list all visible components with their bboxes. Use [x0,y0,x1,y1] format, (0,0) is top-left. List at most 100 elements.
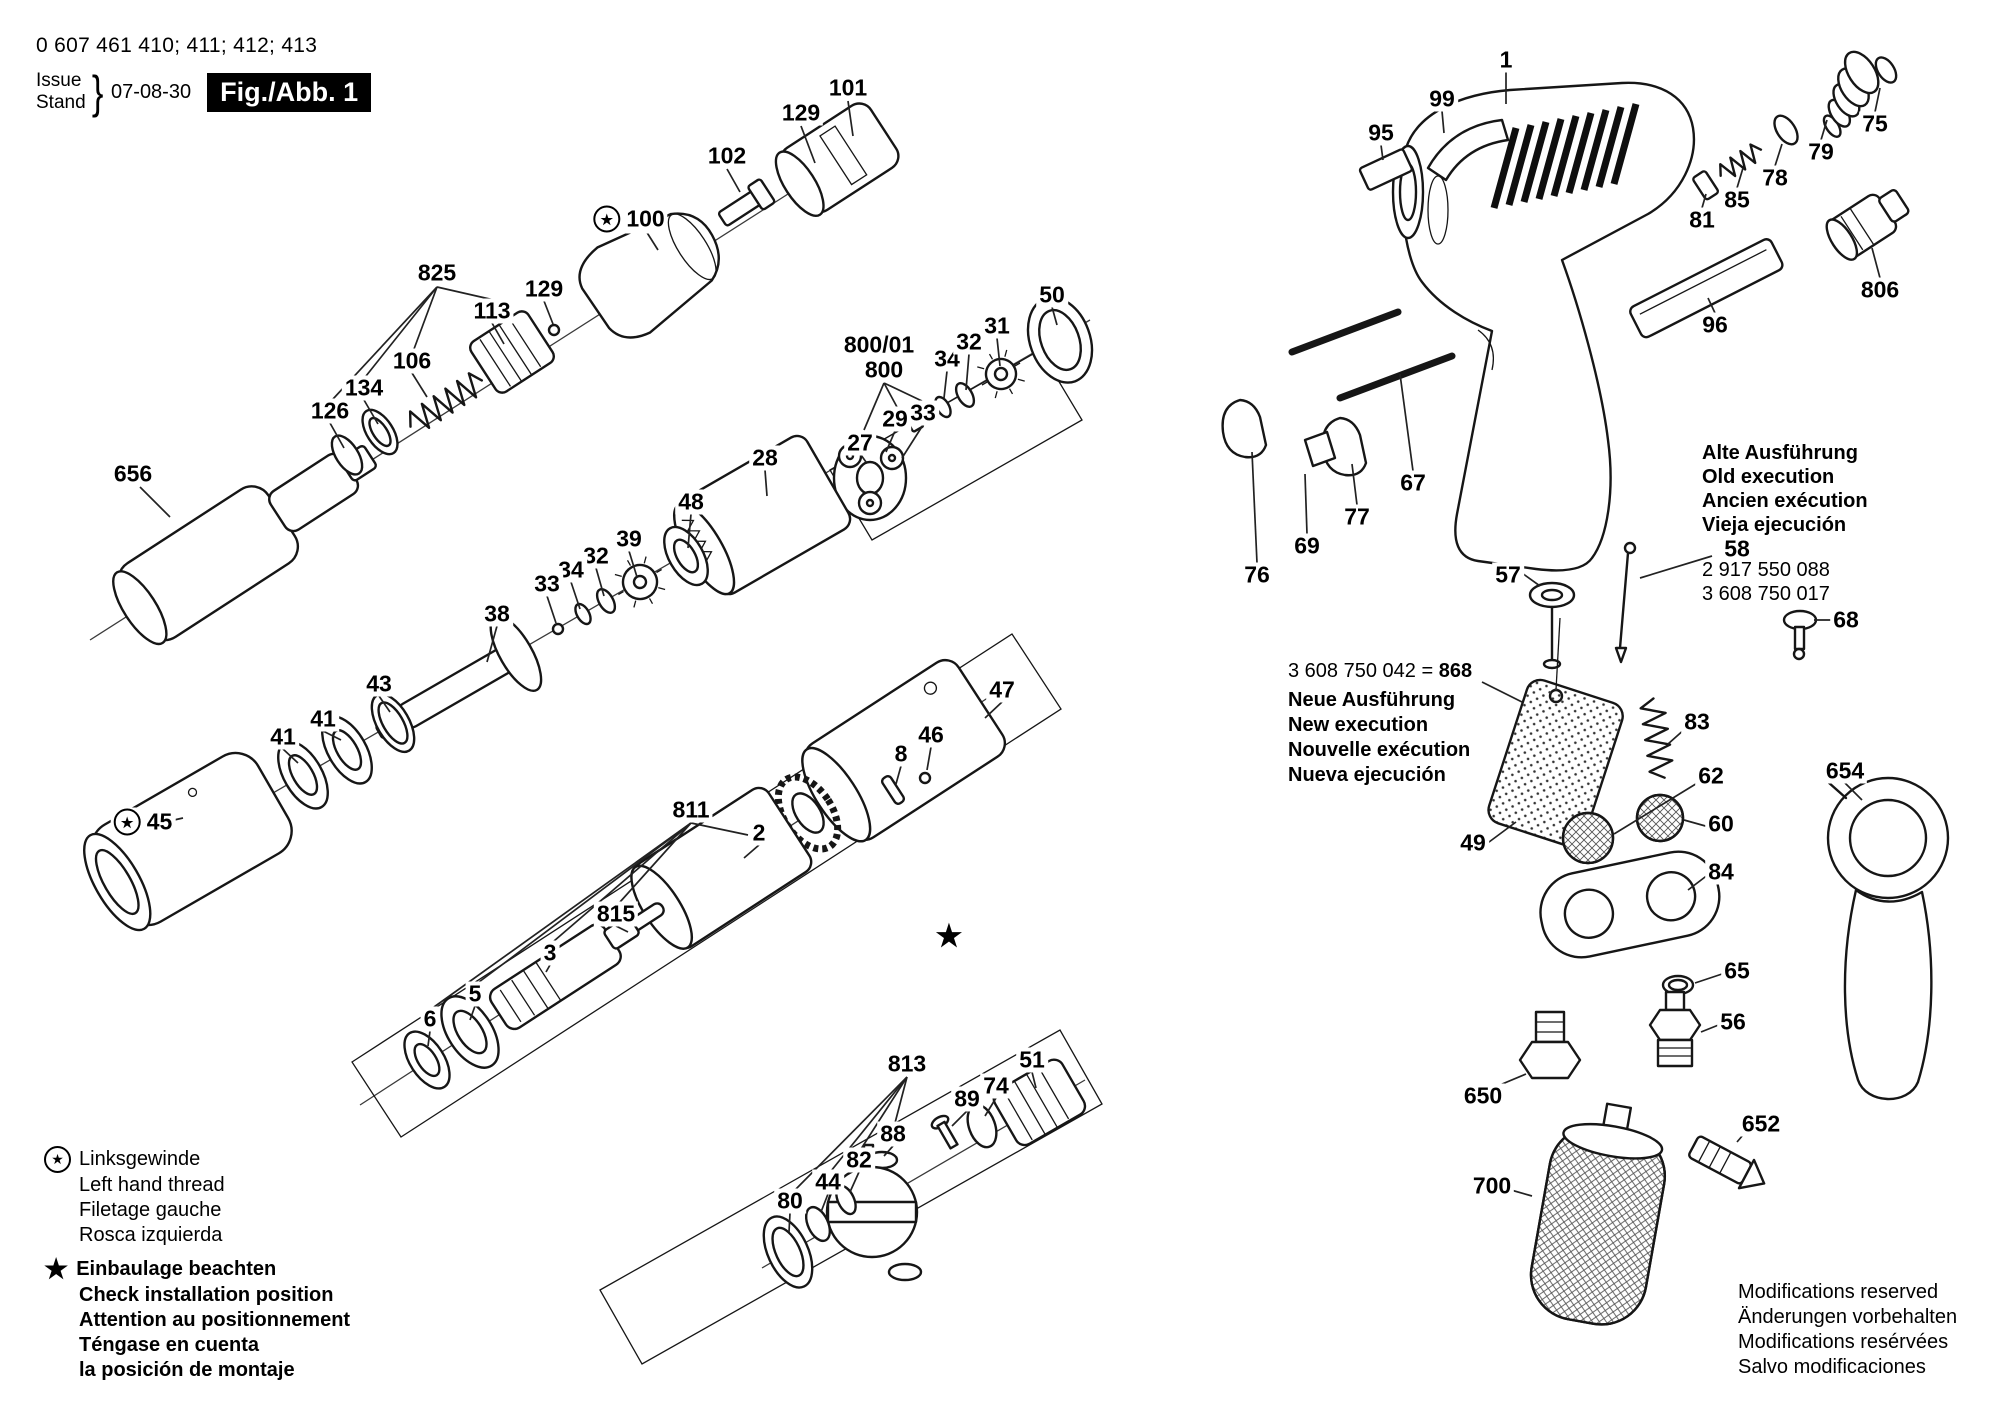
legend-line: Rosca izquierda [79,1224,223,1246]
modifications-note: Modifications reserved Änderungen vorbeh… [1738,1280,1957,1380]
part-label-99: 99 [1426,86,1458,112]
installation-legend: ★ Einbaulage beachten Check installation… [44,1256,350,1383]
part-label-100: ★100 [590,204,668,234]
part-label-650: 650 [1460,1083,1506,1109]
part-label-88: 88 [877,1121,909,1147]
old-execution-note: Alte Ausführung Old execution Ancien exé… [1702,441,1868,537]
part-label-46: 46 [915,722,947,748]
part-label-76: 76 [1241,562,1273,588]
legend-line: Modifications reserved [1738,1281,1939,1303]
part-label-58: 58 [1721,536,1753,562]
part-label-32: 32 [580,543,612,569]
note-line: Old execution [1702,466,1835,488]
old-execution-ref-2: 3 608 750 017 [1702,583,1830,605]
part-label-67: 67 [1397,470,1429,496]
part-label-5: 5 [465,981,485,1007]
note-line: Neue Ausführung [1288,689,1456,711]
document-number: 0 607 461 410; 411; 412; 413 [36,34,318,57]
part-label-825: 825 [414,260,460,286]
part-label-31: 31 [981,313,1013,339]
part-label-1: 1 [1496,47,1516,73]
brace-glyph: } [91,66,104,118]
part-label-2: 2 [749,820,769,846]
part-label-29: 29 [879,406,911,432]
title-block: 0 607 461 410; 411; 412; 413 Issue Stand… [36,34,372,118]
part-label-47: 47 [986,677,1018,703]
part-label-51: 51 [1016,1047,1048,1073]
legend-line: Attention au positionnement [79,1309,351,1331]
part-label-95: 95 [1365,120,1397,146]
part-label-6: 6 [420,1006,440,1032]
part-label-33: 33 [907,400,939,426]
figure-label: Fig./Abb. 1 [207,72,372,112]
part-label-806: 806 [1857,277,1903,303]
part-label-43: 43 [363,671,395,697]
part-label-106: 106 [389,348,435,374]
part-label-68: 68 [1830,607,1862,633]
part-label-32: 32 [953,329,985,355]
part-label-27: 27 [844,430,876,456]
part-label-102: 102 [704,143,750,169]
part-label-48: 48 [675,489,707,515]
part-label-74: 74 [980,1073,1012,1099]
note-line: Nueva ejecución [1288,764,1446,786]
legend-line: Linksgewinde [79,1148,201,1170]
part-label-41: 41 [267,724,299,750]
part-label-34: 34 [555,557,587,583]
legend-line: Téngase en cuenta [79,1334,260,1356]
legend-line: Änderungen vorbehalten [1738,1306,1958,1328]
legend-line: Einbaulage beachten [76,1258,277,1280]
installation-position-star: ★ [935,920,963,953]
part-label-652: 652 [1738,1111,1784,1137]
part-label-83: 83 [1681,709,1713,735]
left-hand-thread-legend: ★ Linksgewinde Left hand thread Filetage… [44,1146,225,1248]
part-label-50: 50 [1036,282,1068,308]
part-label-654: 654 [1822,758,1868,784]
part-label-28: 28 [749,445,781,471]
note-line: Alte Ausführung [1702,442,1858,464]
part-label-811: 811 [669,797,713,823]
part-label-56: 56 [1717,1009,1749,1035]
part-label-84: 84 [1705,859,1737,885]
issue-label: Issue [36,70,82,91]
legend-line: Check installation position [79,1284,334,1306]
new-execution-note: 3 608 750 042 = 868 Neue Ausführung New … [1288,659,1472,788]
part-label-113: 113 [470,298,514,324]
part-label-45: ★45 [110,807,176,837]
legend-line: Salvo modificaciones [1738,1356,1926,1378]
left-hand-thread-icon: ★ [44,1146,71,1173]
stand-label: Stand [36,92,86,114]
part-label-80: 80 [774,1188,806,1214]
part-label-41: 41 [307,706,339,732]
note-line: Nouvelle exécution [1288,739,1471,761]
part-label-800/01: 800/01 [840,332,918,358]
note-line: Ancien exécution [1702,490,1868,512]
legend-line: Filetage gauche [79,1199,222,1221]
legend-line: la posición de montaje [79,1359,295,1381]
part-label-62: 62 [1695,763,1727,789]
part-label-700: 700 [1469,1173,1515,1199]
part-label-39: 39 [613,526,645,552]
part-label-78: 78 [1759,165,1791,191]
part-label-815: 815 [593,901,639,927]
part-label-38: 38 [481,601,513,627]
part-label-813: 813 [884,1051,930,1077]
part-label-81: 81 [1686,207,1718,233]
installation-star-icon: ★ [44,1254,69,1284]
part-label-129: 129 [778,100,824,126]
part-label-33: 33 [531,571,563,597]
note-line: Vieja ejecución [1702,514,1847,536]
part-label-60: 60 [1705,811,1737,837]
part-label-85: 85 [1721,187,1753,213]
part-label-75: 75 [1859,111,1891,137]
part-label-656: 656 [110,461,156,487]
part-label-8: 8 [891,741,911,767]
old-execution-ref-1: 2 917 550 088 [1702,559,1830,581]
legend-line: Modifications resérvées [1738,1331,1949,1353]
part-label-134: 134 [341,375,387,401]
part-label-77: 77 [1341,504,1373,530]
new-execution-ref: 3 608 750 042 = [1288,660,1434,682]
